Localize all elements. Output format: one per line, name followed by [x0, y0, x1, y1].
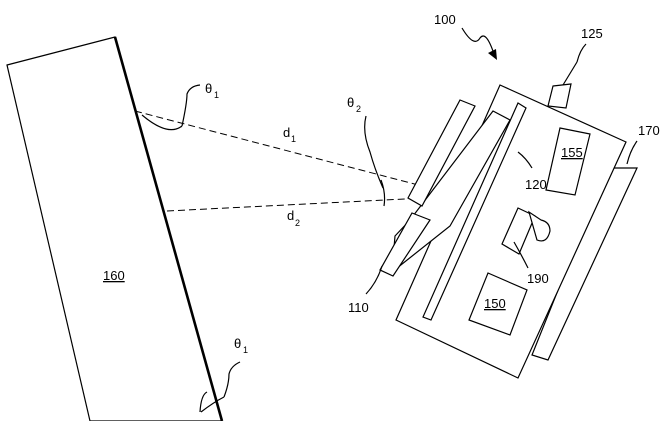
d1-label: d 1 — [283, 124, 296, 144]
target-surface — [6, 36, 224, 421]
theta1-top-label: θ 1 — [205, 80, 219, 100]
connector-stem — [562, 61, 578, 86]
target-body — [6, 36, 223, 421]
theta2-arc — [380, 179, 386, 207]
component-120-label: 120 — [525, 177, 547, 192]
camera-label: 190 — [527, 271, 549, 286]
d2-label: d 2 — [287, 207, 300, 228]
connector — [547, 83, 572, 109]
component-155 — [545, 127, 591, 196]
inner-slot — [422, 102, 527, 321]
lens-module — [379, 99, 511, 277]
theta1-top-leader — [181, 84, 201, 127]
theta1-top-arc — [141, 114, 183, 131]
device-pointer-arrowhead — [488, 49, 497, 60]
lens-plate-lower — [379, 212, 431, 277]
lens-module-label: 110 — [348, 300, 369, 315]
device-pointer — [461, 27, 495, 55]
device-label: 100 — [434, 12, 456, 27]
theta2-label: θ 2 — [347, 94, 361, 114]
theta2-leader — [364, 115, 384, 189]
theta1-bottom-arc — [200, 396, 225, 413]
side-panel-leader — [626, 140, 638, 165]
component-155-label: 155 — [561, 145, 583, 160]
component-150 — [468, 272, 528, 336]
component-150-label: 150 — [484, 296, 506, 311]
distance-line-d1 — [134, 110, 469, 199]
theta1-bottom-leader — [223, 361, 241, 398]
component-120-leader — [517, 151, 533, 169]
connector-label: 125 — [581, 26, 603, 41]
connector-leader — [576, 43, 587, 63]
theta1-bottom-label: θ 1 — [234, 335, 248, 355]
lens-module-leader — [365, 265, 383, 295]
camera — [501, 207, 551, 255]
theta1-bottom-tick — [199, 391, 208, 413]
camera-leader — [513, 241, 529, 269]
lens-plate-upper — [407, 99, 476, 207]
target-label: 160 — [103, 268, 125, 283]
side-panel-label: 170 — [638, 123, 660, 138]
target-front-edge — [113, 36, 224, 421]
camera-lens — [527, 210, 551, 242]
